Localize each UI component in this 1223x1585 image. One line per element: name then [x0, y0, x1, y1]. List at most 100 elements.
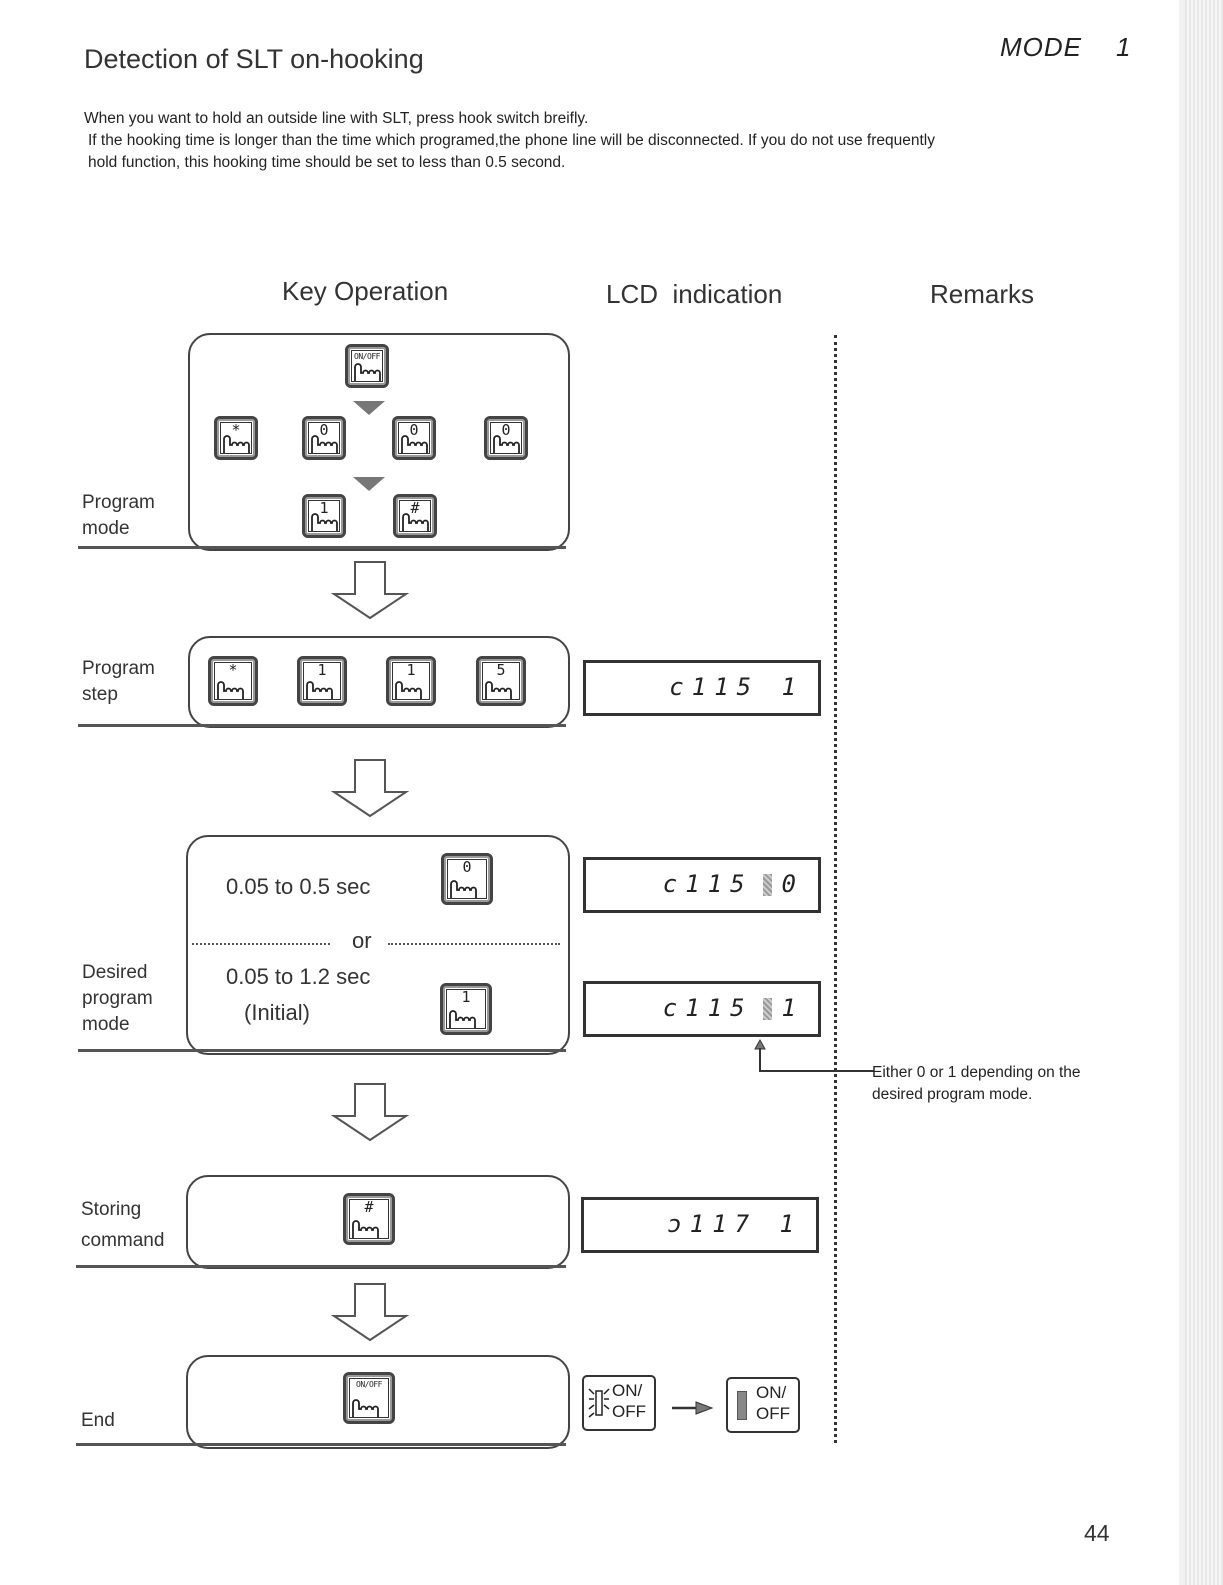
intro-line: When you want to hold an outside line wi…: [84, 110, 589, 127]
remarks-divider: [834, 335, 837, 1443]
lcd-text: ɔ117 1: [667, 1210, 802, 1238]
finger-press-icon: [449, 1010, 476, 1029]
mode-label: MODE: [1000, 32, 1082, 62]
lcd-display: ɔ117 1: [581, 1197, 819, 1253]
flashing-led-icon: [588, 1388, 610, 1418]
row-label-line: step: [82, 684, 118, 705]
key-label: 1: [317, 661, 327, 679]
storing-command-panel: [186, 1175, 570, 1269]
key-0[interactable]: 0: [441, 853, 493, 905]
down-arrow-icon: [330, 759, 410, 818]
lcd-text: c115 1: [669, 673, 804, 701]
key-hash[interactable]: #: [343, 1193, 395, 1245]
finger-press-icon: [223, 435, 250, 454]
row-baseline: [78, 724, 566, 727]
led-off-icon: [737, 1391, 747, 1420]
key-1[interactable]: 1: [302, 494, 346, 538]
finger-press-icon: [450, 880, 477, 899]
row-label-end: End: [81, 1410, 115, 1431]
key-on-off[interactable]: ON/OFF: [345, 344, 389, 388]
switch-line: OFF: [612, 1402, 646, 1421]
finger-press-icon: [311, 435, 338, 454]
row-label-line: mode: [82, 1014, 130, 1035]
key-star[interactable]: *: [208, 656, 258, 706]
key-hash[interactable]: #: [393, 494, 437, 538]
row-label-line: Storing: [81, 1199, 142, 1220]
switch-text: ON/OFF: [612, 1380, 646, 1422]
row-label-line: command: [81, 1230, 165, 1251]
row-label-line: Desired: [82, 962, 148, 983]
row-baseline: [76, 1443, 566, 1446]
right-arrow-icon: [672, 1401, 714, 1415]
key-1[interactable]: 1: [386, 656, 436, 706]
page-number: 44: [1084, 1520, 1110, 1546]
intro-line: hold function, this hooking time should …: [88, 154, 566, 171]
desired-program-mode-panel: [186, 835, 570, 1055]
down-triangle-icon: [353, 401, 385, 415]
page-title: Detection of SLT on-hooking: [84, 44, 424, 74]
option-1-text: 0.05 to 1.2 sec: [226, 964, 371, 989]
finger-press-icon: [493, 435, 520, 454]
row-label-line: mode: [82, 518, 130, 539]
finger-press-icon: [217, 681, 244, 700]
row-baseline: [78, 1049, 566, 1052]
key-5[interactable]: 5: [476, 656, 526, 706]
key-label: ON/OFF: [356, 1380, 382, 1389]
key-0[interactable]: 0: [302, 416, 346, 460]
lcd-display: c115 1: [583, 660, 821, 716]
key-label: ON/OFF: [354, 352, 380, 361]
column-header-key-operation: Key Operation: [282, 276, 449, 306]
cursor-block: [762, 998, 772, 1020]
down-arrow-icon: [330, 561, 410, 620]
lcd-prefix: c115: [662, 870, 753, 898]
row-baseline: [76, 1265, 566, 1268]
key-on-off[interactable]: ON/OFF: [343, 1372, 395, 1424]
remark-text: Either 0 or 1 depending on the desired p…: [872, 1062, 1081, 1106]
key-label: 1: [406, 661, 416, 679]
finger-press-icon: [401, 435, 428, 454]
row-baseline: [78, 546, 566, 549]
switch-line: ON/: [612, 1381, 643, 1400]
key-label: 0: [409, 421, 419, 439]
row-label-program-mode: Program mode: [82, 490, 155, 542]
intro-line: If the hooking time is longer than the t…: [88, 132, 935, 149]
finger-press-icon: [485, 681, 512, 700]
finger-press-icon: [306, 681, 333, 700]
column-header-lcd-indication: LCD indication: [606, 279, 783, 309]
or-separator: or: [352, 928, 372, 953]
page-edge: [1185, 0, 1223, 1585]
finger-press-icon: [395, 681, 422, 700]
key-label: *: [231, 421, 241, 439]
down-triangle-icon: [353, 477, 385, 491]
end-panel: [186, 1355, 570, 1449]
finger-press-icon: [352, 1399, 379, 1418]
key-1[interactable]: 1: [440, 983, 492, 1035]
remark-line: Either 0 or 1 depending on the: [872, 1064, 1081, 1081]
dotted-separator: [388, 943, 560, 945]
row-label-desired-program-mode: Desired program mode: [82, 960, 153, 1038]
option-1-note: (Initial): [244, 1000, 311, 1025]
dotted-separator: [192, 943, 330, 945]
key-star[interactable]: *: [214, 416, 258, 460]
key-label: 0: [462, 858, 472, 876]
key-label: *: [228, 661, 238, 679]
key-label: 0: [319, 421, 329, 439]
row-label-line: program: [82, 988, 153, 1009]
key-label: #: [364, 1198, 374, 1216]
on-off-switch-off: ON/OFF: [726, 1377, 800, 1433]
lcd-prefix: c115: [662, 994, 753, 1022]
down-arrow-icon: [330, 1083, 410, 1142]
finger-press-icon: [354, 363, 381, 382]
key-label: 1: [461, 988, 471, 1006]
key-1[interactable]: 1: [297, 656, 347, 706]
down-arrow-icon: [330, 1283, 410, 1342]
key-0[interactable]: 0: [392, 416, 436, 460]
row-label-line: Program: [82, 658, 155, 679]
switch-line: ON/: [756, 1383, 787, 1402]
intro-text: When you want to hold an outside line wi…: [84, 108, 935, 174]
switch-line: OFF: [756, 1404, 790, 1423]
key-0[interactable]: 0: [484, 416, 528, 460]
